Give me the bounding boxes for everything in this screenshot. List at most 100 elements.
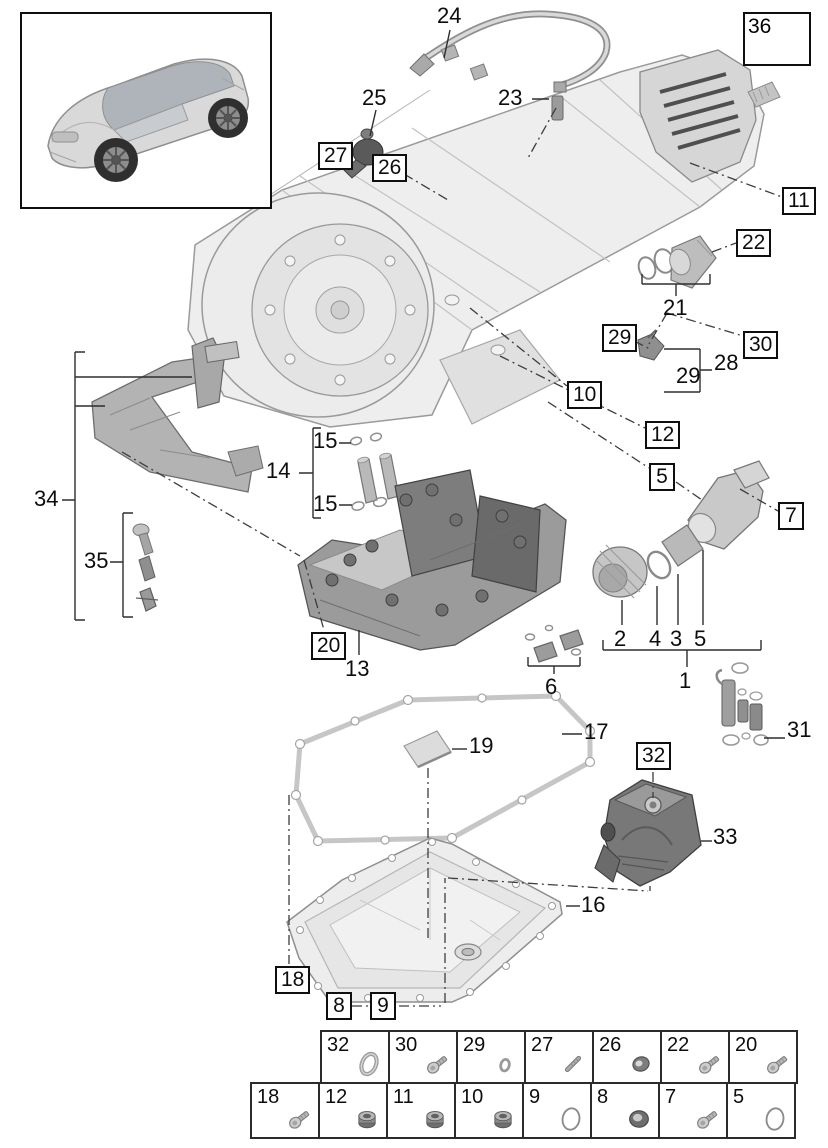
small-valve-illustration	[637, 329, 665, 361]
cell-number: 20	[735, 1034, 758, 1056]
cell-number: 10	[461, 1086, 484, 1108]
o-ring-icon	[355, 1050, 383, 1078]
callout-12[interactable]: 12	[645, 421, 681, 449]
cell-number: 8	[597, 1086, 609, 1108]
framed-part-36[interactable]: 36	[743, 12, 811, 66]
callout-9[interactable]: 9	[370, 992, 396, 1020]
callout-7[interactable]: 7	[778, 502, 804, 530]
cell-number: 18	[257, 1086, 280, 1108]
callout-2[interactable]: 2	[614, 626, 627, 651]
cell-number: 9	[529, 1086, 541, 1108]
cell-number: 5	[733, 1086, 745, 1108]
o-ring-icon	[761, 1105, 789, 1133]
hardware-table-row-2: 18 12 11 10 9 8 7 5	[250, 1082, 796, 1139]
cell-number: 7	[665, 1086, 677, 1108]
callout-11[interactable]: 11	[782, 187, 816, 215]
table-cell-20[interactable]: 20	[728, 1030, 798, 1084]
oil-pan-illustration	[286, 837, 563, 1003]
callout-21[interactable]: 21	[663, 295, 688, 320]
callout-34[interactable]: 34	[34, 486, 59, 511]
table-cell-18[interactable]: 18	[250, 1082, 320, 1139]
callout-23[interactable]: 23	[498, 85, 523, 110]
seal-ring-icon	[627, 1050, 655, 1078]
breather-fitting-illustration	[637, 235, 717, 289]
callout-29-boxed[interactable]: 29	[602, 324, 638, 352]
leader-lines	[62, 29, 785, 907]
callout-4[interactable]: 4	[649, 626, 662, 651]
callout-25[interactable]: 25	[362, 85, 387, 110]
callout-5-boxed[interactable]: 5	[649, 463, 675, 491]
callout-31[interactable]: 31	[787, 717, 812, 742]
screw-icon	[693, 1105, 721, 1133]
callout-1[interactable]: 1	[679, 668, 692, 693]
table-cell-11[interactable]: 11	[386, 1082, 456, 1139]
callout-5[interactable]: 5	[694, 626, 707, 651]
cell-number: 27	[531, 1034, 554, 1056]
fittings-illustration	[524, 624, 584, 663]
callout-14[interactable]: 14	[266, 458, 291, 483]
cell-number: 11	[393, 1086, 414, 1108]
callout-19[interactable]: 19	[469, 733, 494, 758]
callout-15-upper[interactable]: 15	[313, 428, 338, 453]
valve-kit-illustration	[715, 662, 769, 746]
table-cell-10[interactable]: 10	[454, 1082, 524, 1139]
valve-body-illustration	[297, 469, 567, 651]
table-cell-22[interactable]: 22	[660, 1030, 730, 1084]
callout-29[interactable]: 29	[676, 363, 701, 388]
callout-24[interactable]: 24	[437, 3, 462, 28]
callout-35[interactable]: 35	[84, 548, 109, 573]
o-ring-icon	[491, 1050, 519, 1078]
cell-number: 30	[395, 1034, 418, 1056]
callout-13[interactable]: 13	[345, 656, 370, 681]
callout-6[interactable]: 6	[545, 674, 558, 699]
plug-icon	[421, 1105, 449, 1133]
o-ring-icon	[557, 1105, 585, 1133]
callout-8[interactable]: 8	[326, 992, 352, 1020]
callout-32[interactable]: 32	[636, 742, 672, 770]
table-cell-7[interactable]: 7	[658, 1082, 728, 1139]
harness-bracket-illustration	[91, 337, 264, 493]
callout-26[interactable]: 26	[372, 154, 408, 182]
table-cell-27[interactable]: 27	[524, 1030, 594, 1084]
seal-icon	[625, 1105, 653, 1133]
transmission-illustration	[187, 49, 781, 428]
callout-15-lower[interactable]: 15	[313, 491, 338, 516]
callout-30[interactable]: 30	[743, 331, 779, 359]
table-cell-5[interactable]: 5	[726, 1082, 796, 1139]
table-cell-32[interactable]: 32	[320, 1030, 390, 1084]
screw-icon	[695, 1050, 723, 1078]
table-cell-9[interactable]: 9	[522, 1082, 592, 1139]
bracket-fasteners-illustration	[132, 523, 159, 612]
car-icon	[47, 58, 250, 182]
table-cell-8[interactable]: 8	[590, 1082, 660, 1139]
callout-17[interactable]: 17	[584, 719, 609, 744]
table-cell-12[interactable]: 12	[318, 1082, 388, 1139]
oil-hose-illustration	[409, 10, 611, 121]
plug-icon	[489, 1105, 517, 1133]
table-cell-29[interactable]: 29	[456, 1030, 526, 1084]
callout-10[interactable]: 10	[567, 381, 603, 409]
dash-dot-lines	[121, 107, 783, 1007]
oil-tubes-illustration	[349, 432, 400, 511]
callout-27[interactable]: 27	[318, 142, 354, 170]
callout-20[interactable]: 20	[311, 632, 347, 660]
screw-icon	[423, 1050, 451, 1078]
callout-16[interactable]: 16	[581, 892, 606, 917]
table-cell-26[interactable]: 26	[592, 1030, 662, 1084]
oil-filter-illustration	[592, 460, 770, 599]
cell-number: 22	[667, 1034, 690, 1056]
callout-3[interactable]: 3	[670, 626, 683, 651]
cell-number: 32	[327, 1034, 350, 1056]
callout-28[interactable]: 28	[714, 350, 739, 375]
cell-number: 29	[463, 1034, 486, 1056]
screw-icon	[763, 1050, 791, 1078]
callout-18[interactable]: 18	[275, 966, 311, 994]
table-cell-30[interactable]: 30	[388, 1030, 458, 1084]
callout-33[interactable]: 33	[713, 824, 738, 849]
callout-22[interactable]: 22	[736, 229, 772, 257]
stud-icon	[559, 1050, 587, 1078]
vehicle-thumbnail-frame	[20, 12, 272, 209]
screw-icon	[285, 1105, 313, 1133]
